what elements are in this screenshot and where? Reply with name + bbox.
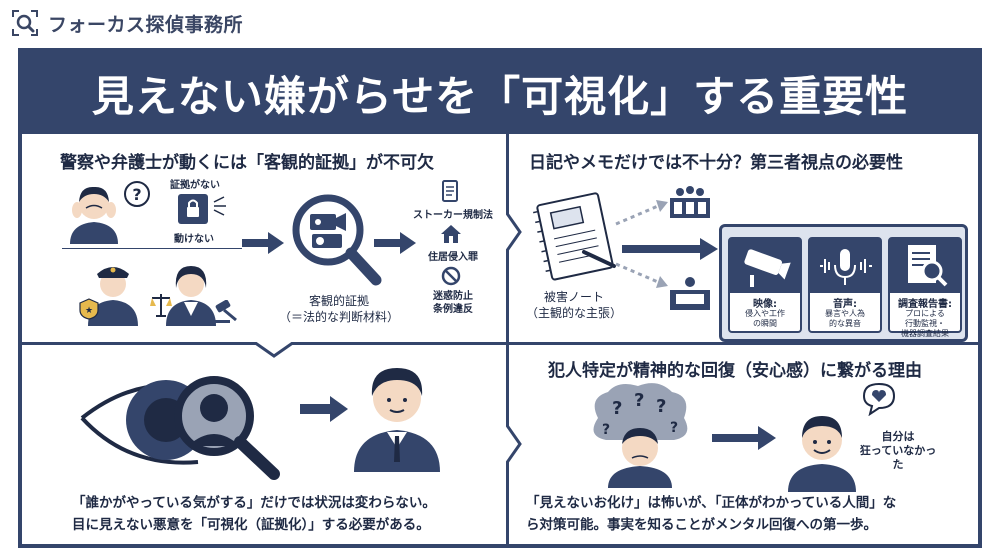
- police-officer-icon: [88, 267, 138, 326]
- infographic-frame: 見えない嫌がらせを「可視化」する重要性 警察や弁護士が動くには「客観的証拠」が不…: [18, 48, 982, 548]
- law-label: ストーカー規制法: [413, 210, 493, 221]
- arrow-right-icon: [712, 426, 776, 450]
- question-bubble-icon: ?: [124, 181, 150, 207]
- caption-line: 目に見えない悪意を「可視化（証拠化）」する必要がある。: [72, 517, 430, 533]
- svg-text:?: ?: [634, 390, 644, 411]
- court-bench-icon: [670, 186, 710, 218]
- spark-lines-icon: [213, 196, 226, 216]
- panel-title-top-right: 日記やメモだけでは不十分？第三者視点の必要性: [529, 153, 903, 173]
- magnifier-logo-icon: [12, 10, 38, 36]
- title-bar: 見えない嫌がらせを「可視化」する重要性: [22, 52, 978, 134]
- card-text: 侵入や工作 の瞬間: [745, 309, 785, 328]
- evidence-card-video: 映像: 侵入や工作 の瞬間: [728, 237, 802, 333]
- notebook-pen-icon: [533, 192, 616, 281]
- svg-text:★: ★: [85, 306, 93, 316]
- svg-text:?: ?: [602, 422, 610, 438]
- caption-line: ら対策可能。事実を知ることがメンタル回復への第一歩。: [526, 517, 877, 533]
- lock-icon: [178, 194, 208, 224]
- law-label: 住居侵入罪: [428, 252, 478, 263]
- evidence-types-box: 映像: 侵入や工作 の瞬間 音声: 暴言や人為 的な異音: [719, 224, 968, 342]
- note-sub-label: （主観的な主張）: [525, 306, 622, 320]
- eye-magnifier-icon: [80, 376, 280, 480]
- note-label: 被害ノート: [543, 290, 604, 304]
- brand-header: フォーカス探偵事務所: [10, 6, 243, 40]
- svg-text:?: ?: [132, 185, 141, 204]
- brand-name: フォーカス探偵事務所: [48, 13, 244, 36]
- evidence-card-report: 調査報告書: プロによる 行動監視・ 機器調査結果: [888, 237, 962, 338]
- divider-chevron-right-icon: [506, 424, 522, 464]
- evidence-sub-label: （＝法的な判断材料）: [278, 310, 399, 324]
- dotted-arrow-icon: [615, 262, 668, 288]
- card-title: 調査報告書:: [898, 299, 952, 310]
- relieved-person-icon: [788, 416, 856, 492]
- no-evidence-label: 証拠がない: [170, 180, 220, 191]
- speech-label: 自分は 狂っていなかった: [859, 430, 937, 471]
- microphone-icon: [820, 249, 872, 285]
- gavel-icon: [214, 300, 237, 323]
- divider-chevron-right-icon: [506, 212, 522, 252]
- arrow-right-icon: [374, 232, 416, 254]
- divider-horizontal: [22, 342, 978, 345]
- section-separator: [62, 248, 242, 249]
- prohibited-icon: [441, 266, 461, 286]
- card-text: プロによる 行動監視・ 機器調査結果: [901, 309, 949, 338]
- evidence-magnifier-icon: [292, 194, 382, 286]
- badge-icon: ★: [79, 298, 99, 320]
- report-search-icon: [908, 245, 948, 287]
- caption-line: 「見えないお化け」は怖いが、「正体がわかっている人間」な: [526, 495, 897, 511]
- arrow-right-icon: [300, 396, 348, 422]
- svg-text:?: ?: [656, 396, 666, 417]
- evidence-label: 客観的証拠: [308, 294, 369, 308]
- evidence-card-audio: 音声: 暴言や人為 的な異音: [808, 237, 882, 333]
- page-title: 見えない嫌がらせを「可視化」する重要性: [91, 71, 909, 121]
- dotted-arrow-icon: [615, 200, 668, 226]
- divider-vertical: [506, 134, 509, 548]
- lawyer-icon: [166, 266, 216, 326]
- businessman-icon: [354, 368, 440, 472]
- cctv-camera-icon: [744, 249, 791, 287]
- document-scroll-icon: [442, 180, 458, 202]
- heart-bubble-icon: [862, 382, 896, 416]
- panel-title-bottom-right: 犯人特定が精神的な回復（安心感）に繋がる理由: [548, 361, 922, 381]
- house-icon: [441, 225, 461, 243]
- caption-line: 「誰かがやっている気がする」だけでは状況は変わらない。: [72, 495, 436, 511]
- divider-chevron-down-icon: [254, 342, 294, 358]
- card-text: 暴言や人為 的な異音: [825, 309, 865, 328]
- arrow-right-icon: [622, 238, 718, 260]
- card-title: 映像:: [753, 299, 777, 310]
- arrow-right-icon: [242, 232, 284, 254]
- card-title: 音声:: [833, 299, 857, 310]
- anxious-person-icon: ? ? ? ? ?: [593, 383, 688, 488]
- judge-bench-icon: [670, 277, 710, 310]
- worried-person-icon: [70, 186, 118, 244]
- cannot-act-label: 動けない: [174, 234, 214, 245]
- law-label: 迷惑防止 条例違反: [433, 291, 473, 315]
- panel-title-top-left: 警察や弁護士が動くには「客観的証拠」が不可欠: [60, 153, 434, 173]
- svg-text:?: ?: [670, 420, 678, 436]
- scales-icon: [150, 294, 172, 317]
- svg-text:?: ?: [612, 398, 622, 419]
